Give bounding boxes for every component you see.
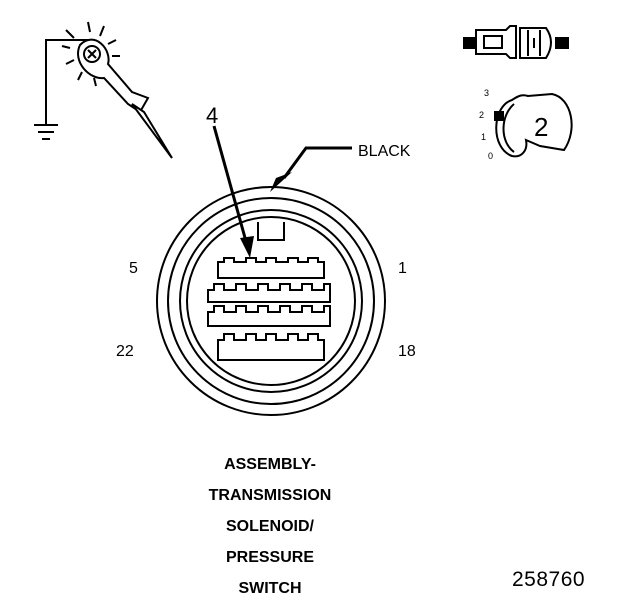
callout-pin-label: 4	[206, 103, 219, 128]
pin-row-4	[217, 333, 325, 361]
figure-number: 258760	[512, 568, 586, 591]
pin-label-bottom-right: 18	[398, 343, 416, 360]
connector-color-label: BLACK	[358, 143, 411, 160]
component-title: ASSEMBLY- TRANSMISSION SOLENOID/ PRESSUR…	[180, 449, 360, 604]
pin-row-3	[207, 305, 331, 327]
pin-label-bottom-left: 22	[116, 343, 134, 360]
title-line: ASSEMBLY-	[224, 456, 316, 473]
title-line: SWITCH	[238, 580, 302, 597]
title-line: PRESSURE	[225, 549, 315, 566]
color-leader-arrow	[270, 146, 352, 192]
switch-position-2: 2	[479, 110, 485, 120]
switch-position-0: 0	[488, 151, 494, 161]
connector-face	[156, 186, 386, 416]
pin-label-top-left: 5	[129, 260, 138, 277]
pin-row-2	[207, 283, 331, 303]
title-line: TRANSMISSION	[208, 487, 332, 504]
ignition-key-label: 2	[534, 112, 549, 142]
switch-position-3: 3	[484, 88, 490, 98]
pin-label-top-right: 1	[398, 260, 407, 277]
switch-position-1: 1	[481, 132, 487, 142]
test-probe-icon	[34, 21, 173, 159]
ignition-switch-icon	[494, 92, 573, 158]
connector-pair-icon	[463, 25, 569, 59]
pin-row-1	[217, 257, 325, 279]
pin-callout-arrow	[212, 125, 254, 258]
title-line: SOLENOID/	[225, 518, 314, 535]
